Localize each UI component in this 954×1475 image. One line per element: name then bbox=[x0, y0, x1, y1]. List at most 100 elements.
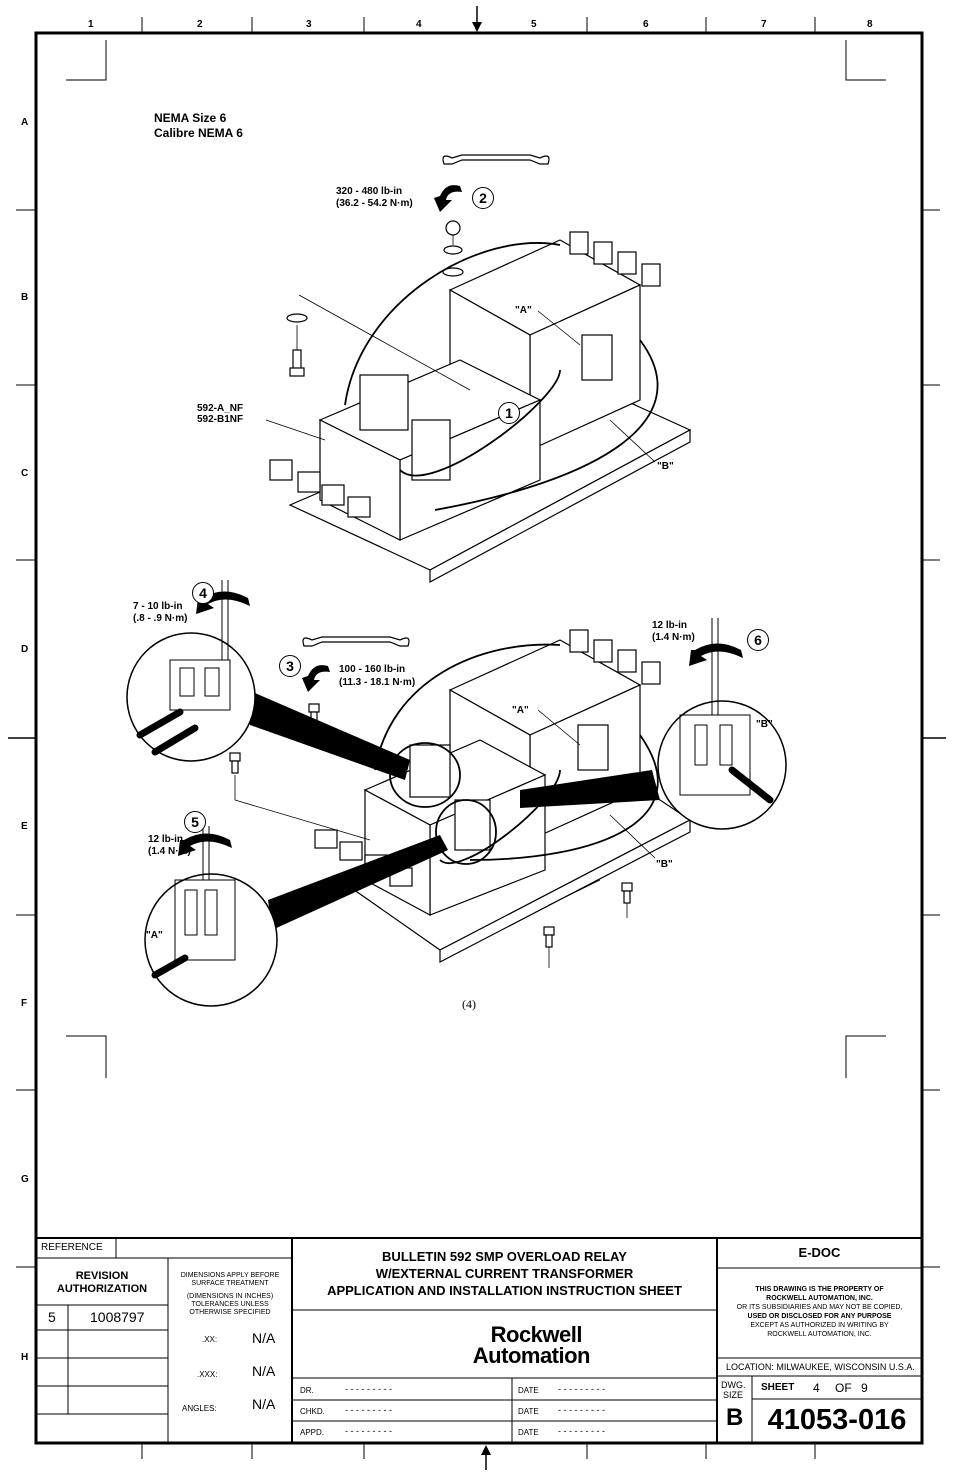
drawn-by-label: DR. bbox=[300, 1386, 314, 1395]
dims-line4: TOLERANCES UNLESS bbox=[191, 1301, 269, 1308]
zone-column-3: 3 bbox=[306, 19, 312, 30]
torque-arrow-5-icon bbox=[178, 833, 232, 856]
size-label: SIZE bbox=[723, 1390, 744, 1400]
step-1-badge: 1 bbox=[498, 402, 520, 424]
torque-label-lower: 12 lb-in bbox=[148, 834, 184, 845]
sheet-number: 4 bbox=[813, 1381, 820, 1395]
date-label-checked: DATE bbox=[518, 1407, 539, 1416]
dwg-label: DWG. bbox=[721, 1380, 746, 1390]
step-6-badge: 6 bbox=[747, 629, 769, 651]
title-line3: APPLICATION AND INSTALLATION INSTRUCTION… bbox=[327, 1283, 682, 1298]
property-line3: OR ITS SUBSIDIARIES AND MAY NOT BE COPIE… bbox=[736, 1304, 903, 1311]
torque-label-left-metric: (.8 - .9 N·m) bbox=[133, 613, 188, 624]
callout-b-lower: "B" bbox=[656, 859, 673, 870]
drawn-by-value: - - - - - - - - - bbox=[345, 1384, 392, 1394]
tolerance-xx-value: N/A bbox=[252, 1330, 276, 1346]
edoc-label: E-DOC bbox=[798, 1245, 841, 1260]
property-line6: ROCKWELL AUTOMATION, INC. bbox=[767, 1331, 872, 1338]
date-value-drawn: - - - - - - - - - bbox=[558, 1384, 605, 1394]
date-value-checked: - - - - - - - - - bbox=[558, 1405, 605, 1415]
location-label: LOCATION: MILWAUKEE, WISCONSIN U.S.A. bbox=[726, 1362, 915, 1372]
revision-label-line1: REVISION bbox=[75, 1270, 129, 1282]
property-line5: EXCEPT AS AUTHORIZED IN WRITING BY bbox=[750, 1322, 889, 1329]
torque-label-right: 12 lb-in bbox=[652, 620, 688, 631]
tolerance-xxx-value: N/A bbox=[252, 1363, 276, 1379]
logo-line1: Rockwell bbox=[490, 1322, 583, 1347]
zone-row-d: D bbox=[21, 644, 29, 655]
step-4-badge: 4 bbox=[192, 582, 214, 604]
dimensions-note: DIMENSIONS APPLY BEFORE SURFACE TREATMEN… bbox=[168, 1272, 292, 1317]
drawing-title: BULLETIN 592 SMP OVERLOAD RELAY W/EXTERN… bbox=[292, 1248, 717, 1299]
tolerance-xx-label: .XX: bbox=[202, 1335, 218, 1344]
tolerance-xxx-label: .XXX: bbox=[197, 1370, 218, 1379]
torque-arrow-3-icon bbox=[302, 665, 330, 692]
property-line4: USED OR DISCLOSED FOR ANY PURPOSE bbox=[747, 1313, 892, 1320]
rockwell-automation-logo: Rockwell Automation bbox=[420, 1322, 591, 1367]
torque-label-top: 320 - 480 lb-in bbox=[336, 186, 403, 197]
callout-a-detail: "A" bbox=[146, 930, 163, 941]
callout-b-detail: "B" bbox=[756, 719, 773, 730]
zone-column-1: 1 bbox=[88, 19, 94, 30]
torque-label-mid-metric: (11.3 - 18.1 N·m) bbox=[339, 677, 416, 688]
property-notice: THIS DRAWING IS THE PROPERTY OF ROCKWELL… bbox=[717, 1285, 922, 1339]
step-5-badge: 5 bbox=[184, 811, 206, 833]
property-line2: ROCKWELL AUTOMATION, INC. bbox=[766, 1295, 873, 1302]
zone-row-g: G bbox=[21, 1174, 29, 1185]
dims-line1: DIMENSIONS APPLY BEFORE bbox=[180, 1272, 280, 1279]
checked-by-label: CHKD. bbox=[300, 1407, 325, 1416]
part-label-592-a: 592-A_NF bbox=[197, 403, 244, 414]
approved-by-value: - - - - - - - - - bbox=[345, 1426, 392, 1436]
sheet-label: SHEET bbox=[761, 1382, 795, 1393]
title-line2: W/EXTERNAL CURRENT TRANSFORMER bbox=[375, 1266, 634, 1281]
zone-row-b: B bbox=[21, 292, 29, 303]
sheet-of-label: OF bbox=[835, 1381, 852, 1395]
checked-by-value: - - - - - - - - - bbox=[345, 1405, 392, 1415]
zone-row-f: F bbox=[21, 998, 28, 1009]
torque-label-mid: 100 - 160 lb-in bbox=[339, 664, 406, 675]
sheet-total: 9 bbox=[861, 1381, 868, 1395]
page-number: (4) bbox=[462, 997, 476, 1011]
torque-label-left: 7 - 10 lb-in bbox=[133, 601, 183, 612]
revision-code: 1008797 bbox=[90, 1309, 145, 1325]
zone-column-6: 6 bbox=[643, 19, 649, 30]
zone-row-h: H bbox=[21, 1352, 29, 1363]
step-2-badge: 2 bbox=[472, 187, 494, 209]
dims-line3: (DIMENSIONS IN INCHES) bbox=[186, 1293, 274, 1300]
property-line1: THIS DRAWING IS THE PROPERTY OF bbox=[755, 1286, 884, 1293]
callout-a-lower: "A" bbox=[512, 705, 529, 716]
torque-label-right-metric: (1.4 N·m) bbox=[652, 632, 695, 643]
drawing-number: 41053-016 bbox=[767, 1404, 907, 1436]
upper-assembly bbox=[269, 154, 692, 584]
zone-row-c: C bbox=[21, 468, 29, 479]
step-3-badge: 3 bbox=[279, 655, 301, 677]
revision-authorization-label: REVISION AUTHORIZATION bbox=[36, 1270, 168, 1296]
dims-line2: SURFACE TREATMENT bbox=[191, 1280, 269, 1287]
callout-b-upper: "B" bbox=[657, 461, 674, 472]
revision-number: 5 bbox=[48, 1309, 56, 1325]
angles-value: N/A bbox=[252, 1396, 276, 1412]
zone-column-4: 4 bbox=[416, 19, 422, 30]
torque-arrow-2-icon bbox=[434, 185, 462, 212]
part-label-592-b1: 592-B1NF bbox=[197, 414, 244, 425]
revision-label-line2: AUTHORIZATION bbox=[56, 1283, 148, 1295]
heading-calibre-nema: Calibre NEMA 6 bbox=[154, 126, 243, 140]
approved-by-label: APPD. bbox=[300, 1428, 325, 1437]
date-label-approved: DATE bbox=[518, 1428, 539, 1437]
dims-line5: OTHERWISE SPECIFIED bbox=[189, 1309, 271, 1316]
detail-circle-left bbox=[126, 632, 256, 762]
torque-arrow-6-icon bbox=[689, 643, 743, 666]
torque-label-lower-metric: (1.4 N·m) bbox=[148, 846, 191, 857]
zone-row-e: E bbox=[21, 821, 28, 832]
date-value-approved: - - - - - - - - - bbox=[558, 1426, 605, 1436]
detail-circle-lower bbox=[144, 873, 278, 1007]
zone-column-7: 7 bbox=[761, 19, 767, 30]
zone-row-a: A bbox=[21, 117, 29, 128]
title-line1: BULLETIN 592 SMP OVERLOAD RELAY bbox=[382, 1249, 627, 1264]
reference-label: REFERENCE bbox=[41, 1242, 103, 1253]
callout-a-upper: "A" bbox=[515, 305, 532, 316]
torque-label-top-metric: (36.2 - 54.2 N·m) bbox=[336, 198, 413, 209]
angles-label: ANGLES: bbox=[182, 1404, 217, 1413]
zone-column-5: 5 bbox=[531, 19, 537, 30]
zone-column-2: 2 bbox=[197, 19, 203, 30]
